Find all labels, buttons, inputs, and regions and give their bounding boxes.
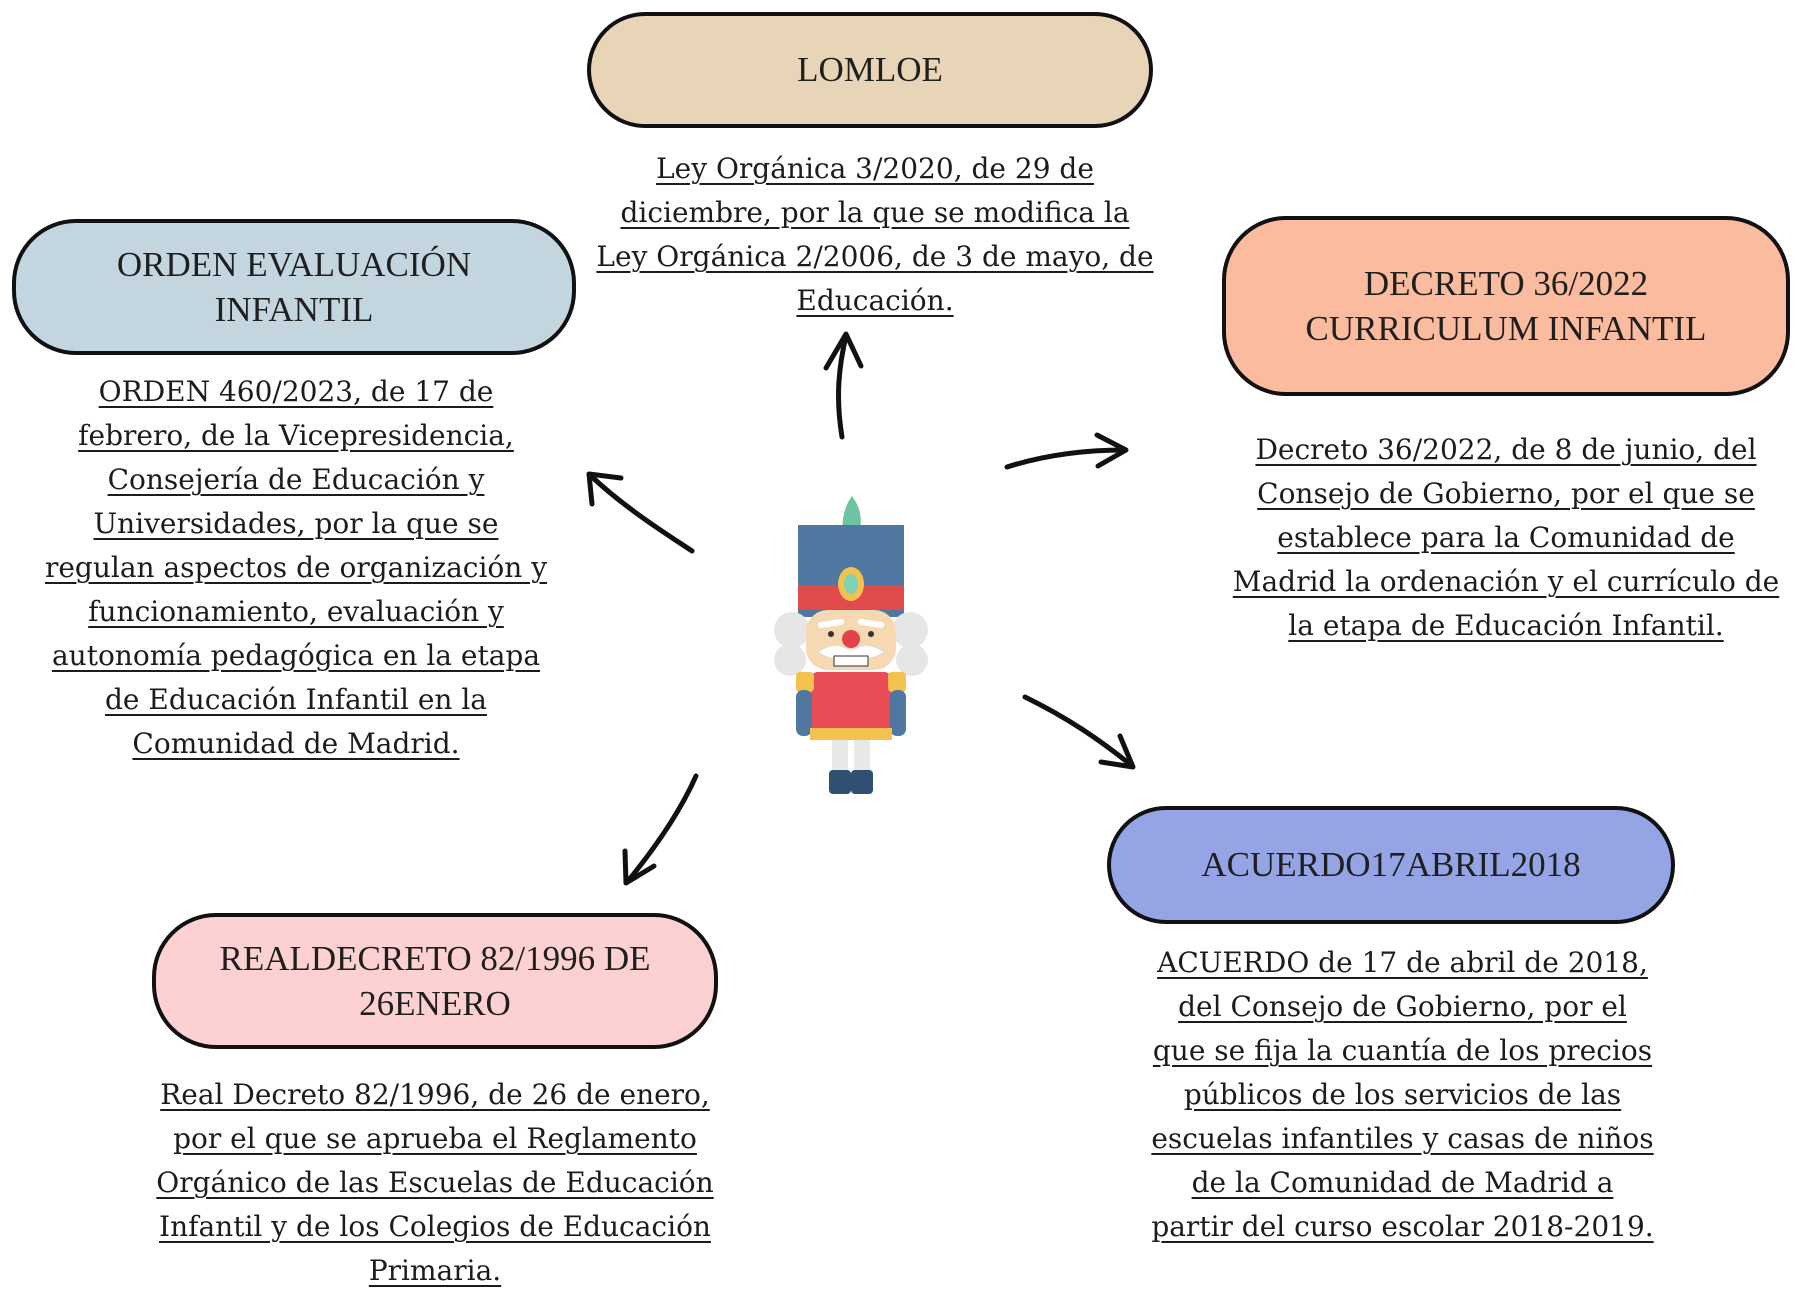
arrow-to-real-decreto: [622, 773, 699, 886]
node-real-decreto-description[interactable]: Real Decreto 82/1996, de 26 de enero, po…: [156, 1078, 714, 1287]
node-orden-title: ORDEN EVALUACIÓN INFANTIL: [116, 244, 472, 330]
arrow-to-lomloe: [823, 331, 864, 440]
node-decreto-title: DECRETO 36/2022 CURRICULUM INFANTIL: [1305, 263, 1707, 349]
node-orden[interactable]: ORDEN EVALUACIÓN INFANTIL: [12, 219, 576, 355]
node-decreto-description[interactable]: Decreto 36/2022, de 8 de junio, del Cons…: [1232, 433, 1780, 642]
arrow-to-acuerdo: [1022, 694, 1136, 770]
node-lomloe-description[interactable]: Ley Orgánica 3/2020, de 29 de diciembre,…: [596, 152, 1154, 317]
node-acuerdo-title: ACUERDO17ABRIL2018: [1201, 845, 1581, 885]
node-lomloe-title: LOMLOE: [797, 50, 943, 90]
node-real-decreto[interactable]: REALDECRETO 82/1996 DE 26ENERO: [152, 913, 718, 1049]
node-decreto[interactable]: DECRETO 36/2022 CURRICULUM INFANTIL: [1222, 216, 1790, 396]
arrow-to-orden: [586, 471, 695, 554]
node-orden-description[interactable]: ORDEN 460/2023, de 17 de febrero, de la …: [44, 375, 548, 760]
arrow-to-decreto: [1004, 432, 1129, 470]
node-acuerdo-description[interactable]: ACUERDO de 17 de abril de 2018, del Cons…: [1151, 946, 1654, 1243]
node-acuerdo[interactable]: ACUERDO17ABRIL2018: [1107, 806, 1675, 924]
node-real-decreto-title: REALDECRETO 82/1996 DE 26ENERO: [219, 938, 651, 1024]
node-lomloe[interactable]: LOMLOE: [587, 12, 1153, 128]
